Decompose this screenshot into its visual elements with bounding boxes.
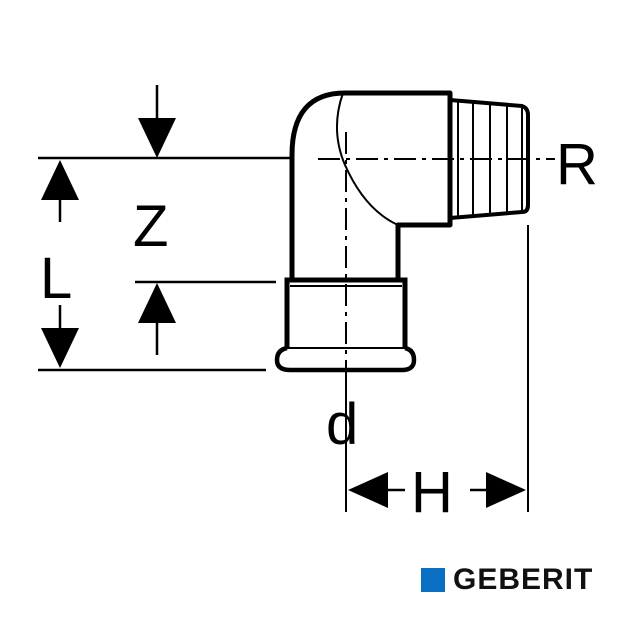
- geberit-logo: GEBERIT: [421, 565, 593, 595]
- label-d: d: [326, 392, 358, 457]
- press-socket: [284, 277, 408, 348]
- label-z: Z: [133, 194, 168, 259]
- elbow-inner-curve: [335, 92, 399, 226]
- z-top-arrow-head: [138, 118, 176, 158]
- logo-text: GEBERIT: [453, 563, 594, 596]
- label-r: R: [556, 132, 598, 197]
- male-thread: [449, 98, 530, 220]
- logo-square-icon: [421, 568, 445, 592]
- h-left-arrow-head: [348, 472, 388, 508]
- label-h: H: [411, 460, 453, 525]
- label-l: L: [40, 246, 72, 311]
- h-right-arrow-head: [486, 472, 526, 508]
- l-top-arrow-head: [41, 160, 79, 200]
- thread-lines: [457, 101, 523, 217]
- press-bead: [274, 345, 417, 373]
- z-bottom-arrow-head: [138, 283, 176, 323]
- elbow-body: [289, 90, 453, 280]
- l-bottom-arrow-head: [41, 328, 79, 368]
